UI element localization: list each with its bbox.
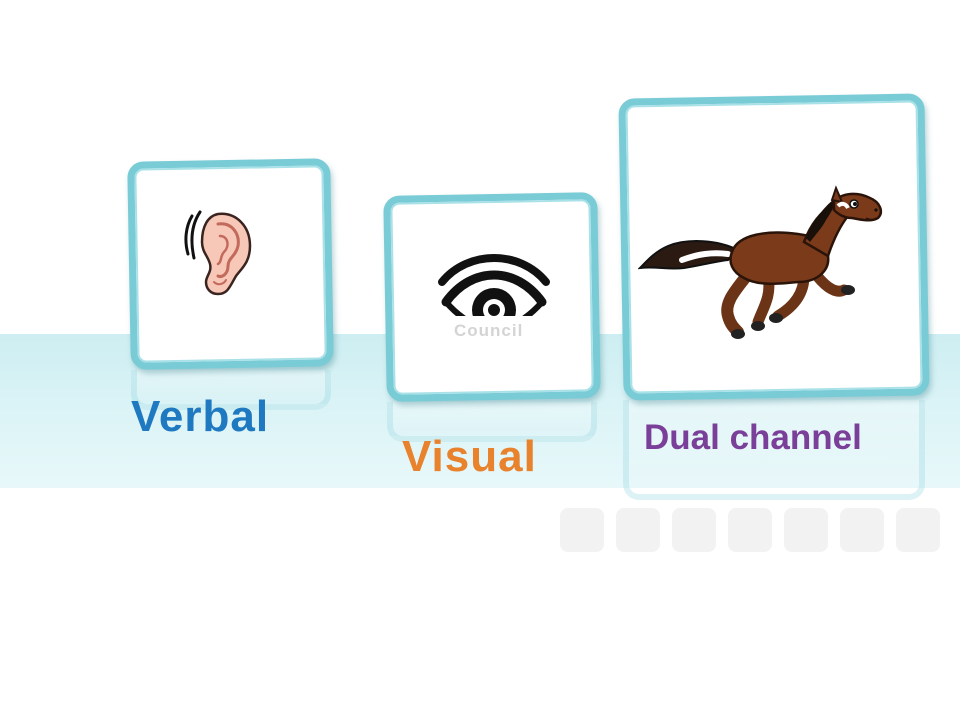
horse-icon: [638, 185, 882, 339]
svg-text:©: ©: [454, 316, 465, 317]
frame-reflection: [623, 400, 925, 500]
decorative-tiles: [560, 508, 960, 552]
frame-reflection: [131, 370, 331, 410]
tile: [560, 508, 604, 552]
frame-reflection: [387, 402, 597, 442]
ear-icon: [184, 210, 252, 296]
watermark-box: © Council: [440, 301, 544, 342]
visual-label: Visual: [402, 432, 537, 481]
tile: [616, 508, 660, 552]
tile: [840, 508, 884, 552]
svg-text:Council: Council: [454, 321, 523, 340]
tile: [896, 508, 940, 552]
verbal-label: Verbal: [131, 392, 270, 441]
tile: [728, 508, 772, 552]
dual-channel-label: Dual channel: [644, 418, 862, 457]
tile: [672, 508, 716, 552]
watermark-logo: © Council: [454, 301, 523, 340]
tile: [784, 508, 828, 552]
